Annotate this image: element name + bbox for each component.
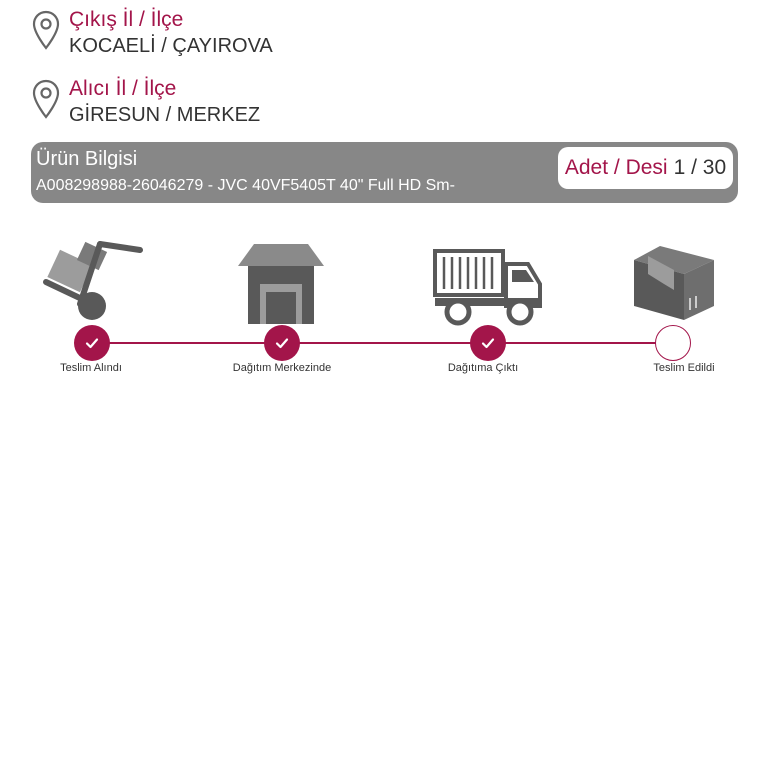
step-1-check-icon bbox=[74, 325, 110, 361]
origin-value: KOCAELİ / ÇAYIROVA bbox=[69, 35, 273, 57]
step-4-pending-circle bbox=[655, 325, 691, 361]
step-3-check-icon bbox=[470, 325, 506, 361]
location-pin-icon bbox=[32, 10, 60, 50]
quantity-box: Adet / Desi 1 / 30 bbox=[558, 147, 733, 189]
quantity-value: 1 / 30 bbox=[673, 156, 727, 179]
product-description: A008298988-26046279 - JVC 40VF5405T 40" … bbox=[36, 177, 455, 194]
hand-truck-icon bbox=[43, 241, 143, 320]
package-box-icon bbox=[634, 246, 714, 320]
origin-location: Çıkış İl / İlçe KOCAELİ / ÇAYIROVA bbox=[32, 8, 732, 68]
progress-track-line bbox=[92, 342, 672, 344]
step-label-teslim-alindi: Teslim Alındı bbox=[60, 362, 122, 374]
product-info-bar: Ürün Bilgisi A008298988-26046279 - JVC 4… bbox=[31, 142, 738, 203]
destination-title: Alıcı İl / İlçe bbox=[69, 77, 177, 100]
step-label-dagitim-merkezinde: Dağıtım Merkezinde bbox=[232, 362, 332, 374]
destination-value: GİRESUN / MERKEZ bbox=[69, 104, 261, 126]
origin-title: Çıkış İl / İlçe bbox=[69, 8, 184, 31]
product-info-title: Ürün Bilgisi bbox=[36, 148, 138, 170]
step-2-check-icon bbox=[264, 325, 300, 361]
delivery-truck-icon bbox=[433, 249, 542, 326]
step-label-teslim-edildi: Teslim Edildi bbox=[653, 362, 715, 374]
quantity-label: Adet / Desi bbox=[564, 156, 668, 179]
destination-location: Alıcı İl / İlçe GİRESUN / MERKEZ bbox=[32, 77, 732, 137]
step-label-dagitima-cikti: Dağıtıma Çıktı bbox=[447, 362, 519, 374]
location-pin-icon bbox=[32, 79, 60, 119]
warehouse-icon bbox=[238, 244, 324, 324]
